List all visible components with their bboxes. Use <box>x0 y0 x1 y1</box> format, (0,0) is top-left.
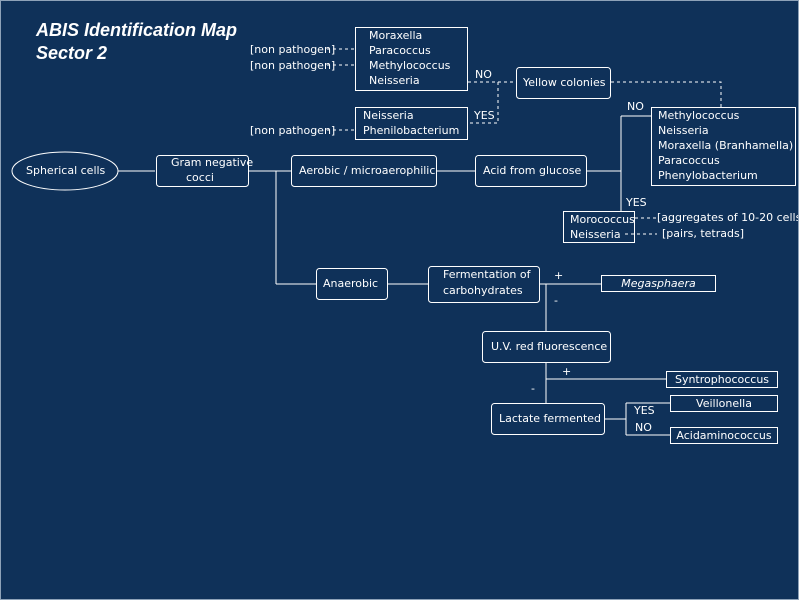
acidaminococcus-label: Acidaminococcus <box>676 429 772 442</box>
fermentation-label-2: carbohydrates <box>443 284 523 297</box>
acid-no-group-box: Methylococcus Neisseria Moraxella (Branh… <box>651 107 796 186</box>
acid-yes-label: YES <box>626 196 647 209</box>
acid-glucose-label: Acid from glucose <box>483 164 582 177</box>
genus-item: Paracoccus <box>369 44 431 57</box>
fermentation-minus-label: - <box>554 294 558 307</box>
non-pathogen-note-2: [non pathogen] <box>250 59 336 72</box>
genus-item: Neisseria <box>363 109 414 122</box>
acid-no-label: NO <box>627 100 644 113</box>
pairs-note: [pairs, tetrads] <box>662 227 744 240</box>
genus-item: Neisseria <box>658 124 709 137</box>
lactate-no-label: NO <box>635 421 652 434</box>
yellow-yes-label: YES <box>474 109 495 122</box>
syntrophococcus-label: Syntrophococcus <box>674 373 770 386</box>
acid-yes-group-box: Morococcus Neisseria <box>563 211 635 243</box>
yellow-yes-group-box: Neisseria Phenilobacterium <box>355 107 468 140</box>
anaerobic-shape <box>316 268 388 300</box>
lactate-yes-label: YES <box>634 404 655 417</box>
genus-item: Methylococcus <box>658 109 740 122</box>
lactate-shape <box>491 403 605 435</box>
gram-negative-label-2: cocci <box>186 171 214 184</box>
megasphaera-box: Megasphaera <box>601 275 716 292</box>
genus-item: Moraxella <box>369 29 423 42</box>
veillonella-label: Veillonella <box>696 397 752 410</box>
genus-item: Paracoccus <box>658 154 720 167</box>
uv-fluorescence-shape <box>482 331 611 363</box>
aerobic-label: Aerobic / microaerophilic <box>299 164 436 177</box>
acid-glucose-shape <box>475 155 587 187</box>
genus-item: Neisseria <box>369 74 420 87</box>
gram-negative-label-1: Gram negative <box>171 156 254 169</box>
dash-yellow-yes-no <box>468 81 499 124</box>
uv-plus-label: + <box>562 365 572 378</box>
anaerobic-label: Anaerobic <box>323 277 379 290</box>
non-pathogen-note-1: [non pathogen] <box>250 43 336 56</box>
yellow-colonies-shape <box>516 67 611 99</box>
fermentation-label-1: Fermentation of <box>443 268 531 281</box>
map-title: ABIS Identification Map <box>36 20 238 40</box>
acidaminococcus-box: Acidaminococcus <box>670 427 778 444</box>
genus-item: Methylococcus <box>369 59 451 72</box>
dash-yellow-to-acid-no <box>611 81 722 107</box>
megasphaera-label: Megasphaera <box>621 277 696 290</box>
aggregates-note: [aggregates of 10-20 cells] <box>657 211 799 224</box>
genus-item: Phenylobacterium <box>658 169 758 182</box>
genus-item: Phenilobacterium <box>363 124 460 137</box>
uv-minus-label: - <box>531 382 535 395</box>
fermentation-shape <box>428 266 540 303</box>
genus-item: Morococcus <box>570 213 635 226</box>
lactate-label: Lactate fermented <box>499 412 602 425</box>
aerobic-shape <box>291 155 437 187</box>
gram-negative-shape <box>156 155 249 187</box>
non-pathogen-note-3: [non pathogen] <box>250 124 336 137</box>
spherical-cells-shape <box>11 151 119 191</box>
yellow-colonies-label: Yellow colonies <box>523 76 606 89</box>
yellow-no-label: NO <box>475 68 492 81</box>
veillonella-box: Veillonella <box>670 395 778 412</box>
genus-item: Neisseria <box>570 228 621 241</box>
fermentation-plus-label: + <box>554 269 564 282</box>
uv-fluorescence-label: U.V. red fluorescence <box>491 340 608 353</box>
map-subtitle: Sector 2 <box>36 43 108 63</box>
spherical-cells-label: Spherical cells <box>26 164 106 177</box>
syntrophococcus-box: Syntrophococcus <box>666 371 778 388</box>
yellow-no-group-box: Moraxella Paracoccus Methylococcus Neiss… <box>355 27 468 91</box>
genus-item: Moraxella (Branhamella) <box>658 139 794 152</box>
